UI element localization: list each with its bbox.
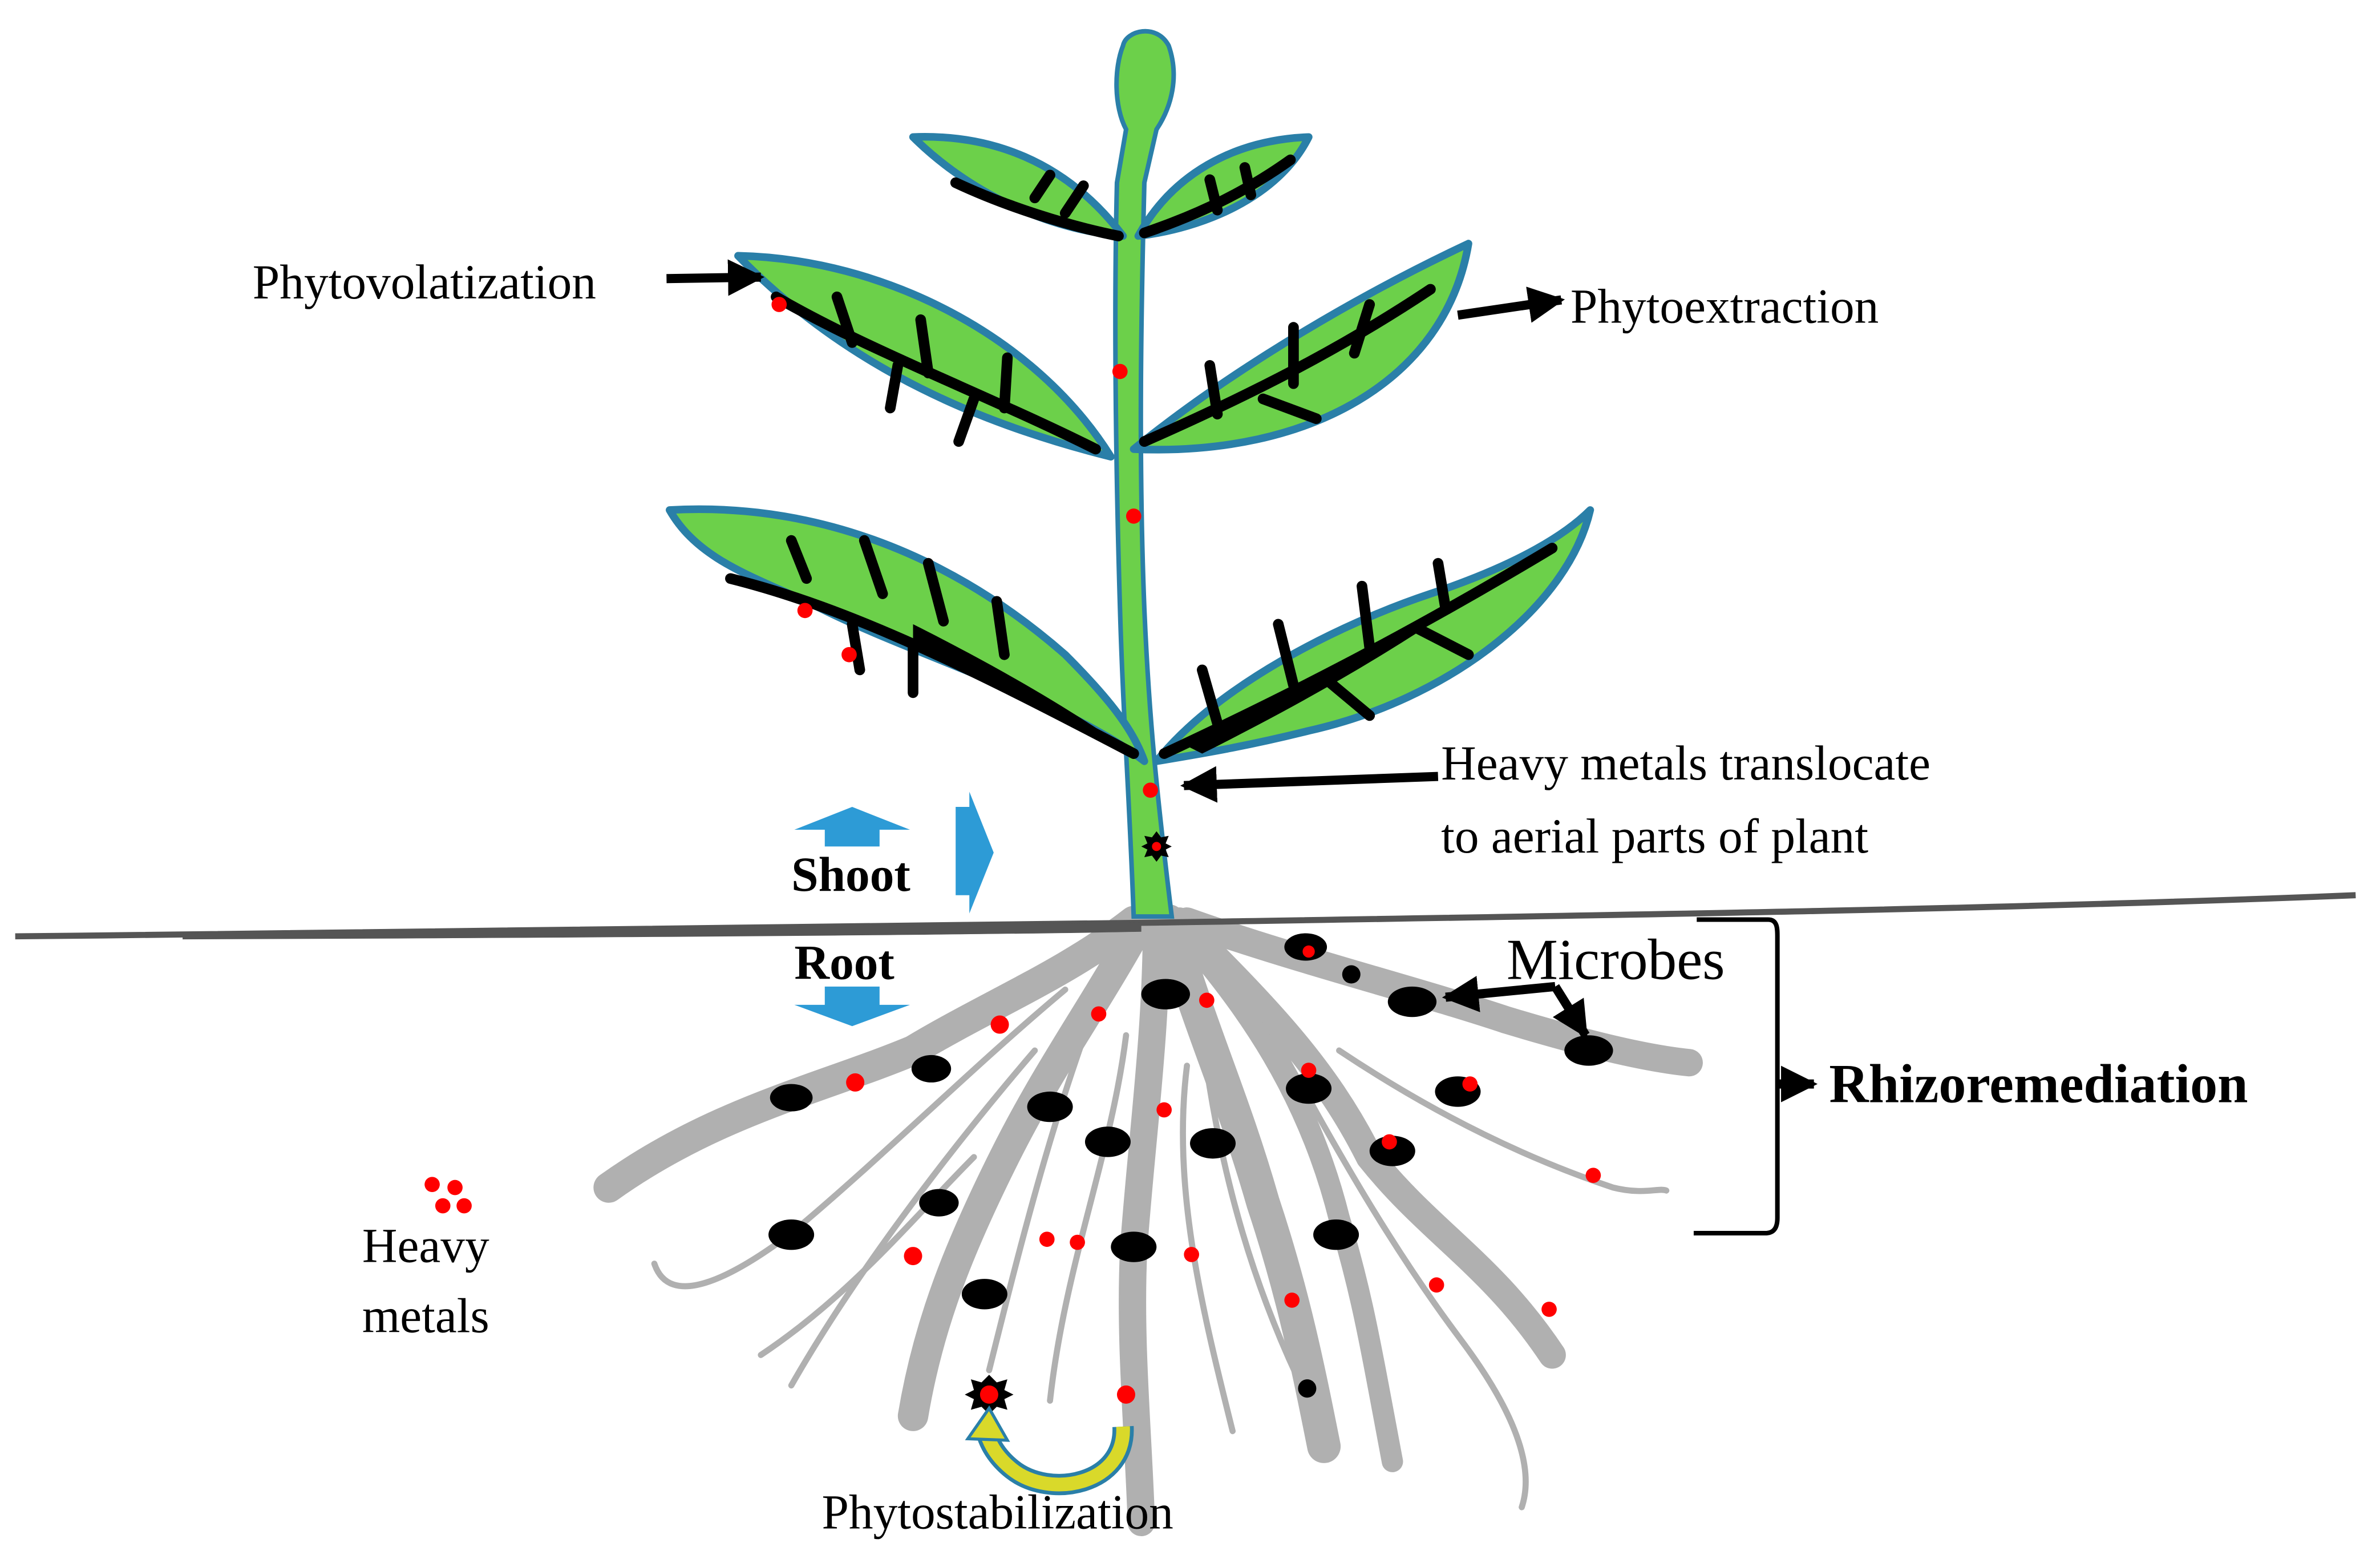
leaf-top-right <box>1134 133 1313 240</box>
microbe <box>1298 1379 1317 1398</box>
leaf-top-left <box>909 133 1127 241</box>
root-down-arrow-icon <box>794 986 910 1027</box>
leaf-mid-right <box>1130 240 1472 454</box>
microbe <box>768 1219 815 1250</box>
microbe <box>911 1055 952 1083</box>
label-shoot: Shoot <box>791 848 910 902</box>
label-microbes: Microbes <box>1507 927 1725 991</box>
microbe <box>1369 1136 1415 1166</box>
root-thin <box>1047 1032 1130 1404</box>
heavy-metal-dot <box>1302 945 1315 958</box>
microbe <box>1387 986 1437 1017</box>
heavy-metal-dot <box>904 1247 922 1266</box>
shoot-heavy-metals <box>771 297 1172 862</box>
heavy-metal-dot <box>1091 1006 1107 1022</box>
microbe <box>1027 1091 1073 1122</box>
phytoextraction-arrow <box>1457 286 1565 323</box>
heavy-metal-dot <box>1143 782 1158 798</box>
root-thin <box>986 1001 1099 1374</box>
label-heavy-metals-line2: metals <box>362 1289 489 1343</box>
root-thick <box>897 906 1157 1431</box>
microbe <box>1084 1126 1131 1157</box>
heavy-metals-legend-icon <box>424 1177 472 1214</box>
microbe <box>1342 965 1361 984</box>
label-phytostabilization: Phytostabilization <box>821 1486 1173 1540</box>
root-thin <box>758 1154 977 1358</box>
heavy-metal-dot <box>1382 1134 1397 1150</box>
leaf-low-left <box>666 505 1148 765</box>
heavy-metal-dot <box>1184 1247 1200 1262</box>
microbe <box>1111 1231 1157 1262</box>
heavy-metal-dot <box>1541 1302 1557 1317</box>
microbe <box>1286 1073 1332 1104</box>
heavy-metal-dot <box>797 603 813 619</box>
root-thin <box>788 1047 1038 1389</box>
microbe <box>1190 1128 1236 1159</box>
leaf-low-right <box>1152 506 1594 765</box>
root-thick <box>1173 907 1703 1077</box>
microbes-arrows <box>1551 984 1590 1039</box>
microbe <box>1564 1035 1613 1066</box>
heavy-metal-dot <box>1070 1234 1085 1250</box>
root-system <box>593 904 1703 1536</box>
label-heavy-metals-line1: Heavy <box>362 1219 489 1273</box>
shoot-right-arrow-icon <box>956 791 994 914</box>
heavy-metal-dot <box>1301 1063 1317 1078</box>
root-thick <box>1161 910 1403 1472</box>
phytostabilization-arrow <box>965 1405 1134 1496</box>
leaf-mid-left <box>734 252 1115 461</box>
microbe <box>770 1084 813 1112</box>
leaf-midrib-shade <box>1187 571 1507 754</box>
microbe <box>919 1189 959 1217</box>
heavy-metal-dot <box>846 1073 865 1092</box>
root-thick <box>1119 907 1171 1536</box>
soil-shadow <box>183 922 1142 940</box>
label-rhizoremediation: Rhizoremediation <box>1829 1053 2248 1114</box>
label-translocate-line1: Heavy metals translocate <box>1441 737 1930 790</box>
label-root: Root <box>794 936 894 989</box>
heavy-metal-dot <box>1428 1277 1444 1293</box>
heavy-metal-dot <box>1199 992 1215 1008</box>
root-heavy-metals <box>846 945 1601 1415</box>
shoot-up-arrow-icon <box>794 807 910 847</box>
microbes-arrows <box>1442 976 1556 1012</box>
root-thin <box>1336 1047 1670 1194</box>
heavy-metal-dot <box>1585 1168 1601 1184</box>
microbe <box>961 1279 1007 1310</box>
heavy-metal-dot <box>1284 1293 1300 1308</box>
phytovolatization-arrow <box>666 259 765 296</box>
root-thick <box>593 906 1149 1203</box>
heavy-metal-dot <box>990 1015 1009 1034</box>
heavy-metal-dot <box>1126 508 1142 524</box>
root-thin <box>651 986 1068 1290</box>
root-thin <box>1199 1032 1312 1404</box>
microbe <box>1313 1219 1359 1250</box>
translocate-arrow <box>1180 766 1439 803</box>
leaf-midrib-shade <box>913 624 1134 754</box>
label-phytovolatization: Phytovolatization <box>253 256 596 309</box>
root-thick <box>1152 904 1341 1463</box>
label-phytoextraction: Phytoextraction <box>1571 280 1879 334</box>
stem <box>1113 29 1176 919</box>
heavy-metal-dot <box>841 647 857 663</box>
heavy-metal-dot <box>1039 1231 1055 1247</box>
rhizoremediation-bracket <box>1693 917 1780 1236</box>
label-translocate-line2: to aerial parts of plant <box>1441 810 1868 863</box>
heavy-metal-dot <box>771 297 787 312</box>
heavy-metal-dot <box>1116 1385 1135 1404</box>
heavy-metal-dot <box>1112 364 1128 379</box>
microbe <box>1141 979 1190 1009</box>
heavy-metal-dot <box>1462 1076 1478 1092</box>
heavy-metal-dot <box>1156 1102 1172 1118</box>
